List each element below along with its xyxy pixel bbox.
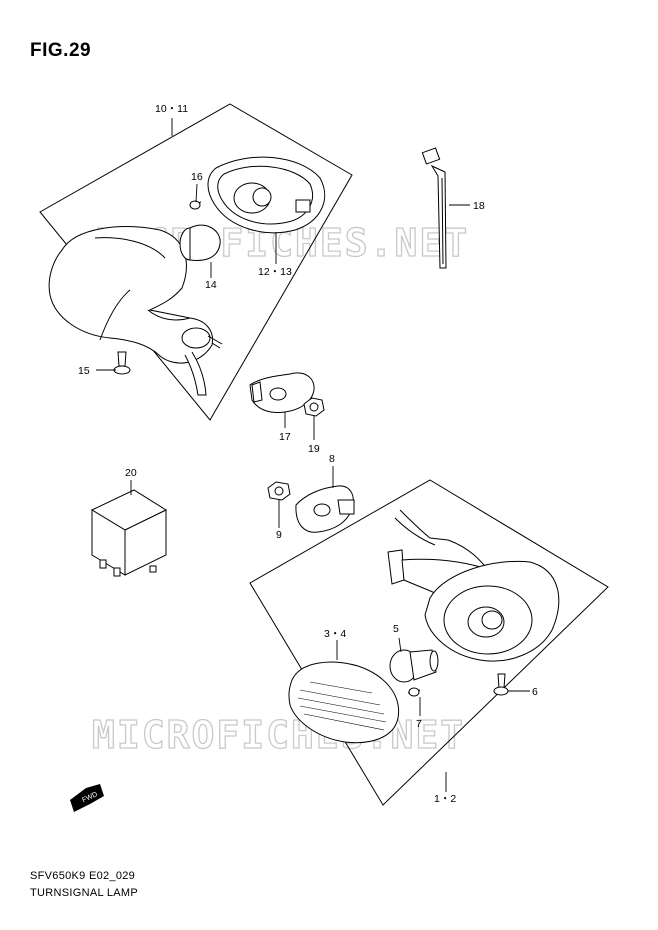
figure-title: FIG.29 (30, 40, 92, 61)
callout-14: 14 (205, 279, 217, 291)
callout-1-2: 1・2 (434, 793, 456, 805)
callout-7: 7 (416, 718, 422, 730)
cable-tie-18 (421, 147, 447, 269)
screw-15 (113, 351, 131, 375)
upper-turn-signal-housing (48, 226, 223, 396)
upper-assembly-frame (39, 103, 353, 421)
drawing-code: SFV650K9 E02_029 (30, 870, 136, 882)
callout-20: 20 (125, 467, 137, 479)
callout-3-4: 3・4 (324, 628, 346, 640)
callout-9: 9 (276, 529, 282, 541)
leader-lines (96, 118, 530, 792)
watermark-bottom: MICROFICHES.NET (92, 713, 465, 757)
assembly-name: TURNSIGNAL LAMP (30, 887, 139, 899)
callout-12-13: 12・13 (258, 266, 292, 278)
lower-assembly-frame (249, 479, 609, 806)
screw-16 (189, 200, 202, 210)
bulb-5 (389, 649, 439, 683)
callout-17: 17 (279, 431, 291, 443)
callout-5: 5 (393, 623, 399, 635)
callout-6: 6 (532, 686, 538, 698)
callout-8: 8 (329, 453, 335, 465)
upper-lens (207, 156, 326, 234)
callout-19: 19 (308, 443, 320, 455)
screw-6 (493, 673, 509, 696)
callout-10-11: 10・11 (155, 103, 188, 115)
callout-15: 15 (78, 365, 90, 377)
gasket-8 (295, 485, 355, 533)
fwd-arrow-icon: FWD (70, 784, 104, 812)
relay-20 (90, 489, 168, 577)
callout-16: 16 (191, 171, 203, 183)
nut-19 (303, 397, 325, 417)
nut-9 (267, 481, 291, 501)
lower-lens (288, 661, 400, 744)
bulb-14 (179, 224, 221, 261)
gasket-17 (249, 372, 315, 413)
lower-turn-signal-housing (387, 509, 560, 662)
screw-7 (407, 687, 421, 697)
callout-18: 18 (473, 200, 485, 212)
